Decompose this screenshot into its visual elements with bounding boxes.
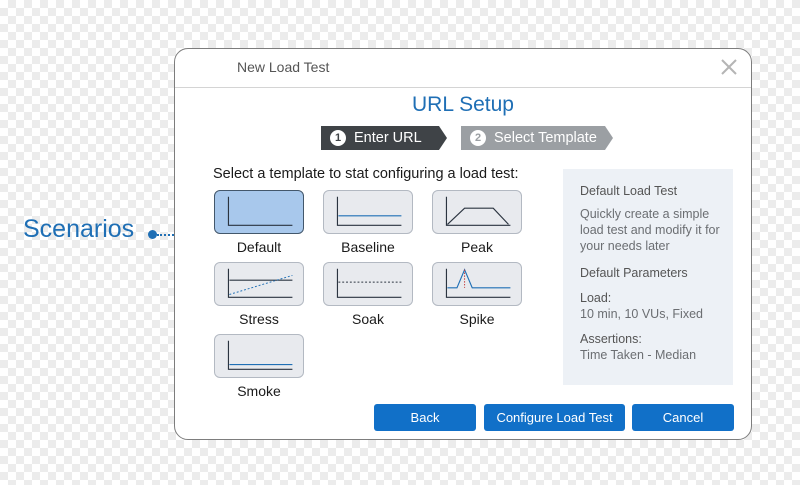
instruction-text: Select a template to stat configuring a … bbox=[213, 166, 519, 182]
template-label: Spike bbox=[459, 311, 495, 327]
template-info-panel: Default Load Test Quickly create a simpl… bbox=[563, 169, 733, 385]
template-label: Smoke bbox=[237, 383, 281, 399]
template-smoke[interactable]: Smoke bbox=[214, 334, 304, 399]
template-label: Baseline bbox=[341, 239, 395, 255]
step-label: Enter URL bbox=[354, 130, 422, 146]
dialog-titlebar: New Load Test bbox=[175, 49, 751, 88]
baseline-graph-icon bbox=[323, 190, 413, 234]
close-icon[interactable] bbox=[719, 57, 739, 77]
info-params-title: Default Parameters bbox=[580, 266, 688, 280]
info-assertions-label: Assertions: bbox=[580, 332, 642, 346]
step-number: 2 bbox=[470, 130, 486, 146]
template-label: Stress bbox=[239, 311, 279, 327]
template-label: Soak bbox=[352, 311, 384, 327]
smoke-graph-icon bbox=[214, 334, 304, 378]
dialog-title: New Load Test bbox=[237, 59, 330, 75]
template-label: Peak bbox=[461, 239, 493, 255]
peak-graph-icon bbox=[432, 190, 522, 234]
back-button[interactable]: Back bbox=[374, 404, 476, 431]
template-baseline[interactable]: Baseline bbox=[323, 190, 413, 255]
cancel-button[interactable]: Cancel bbox=[632, 404, 734, 431]
configure-load-test-button[interactable]: Configure Load Test bbox=[484, 404, 625, 431]
template-spike[interactable]: Spike bbox=[432, 262, 522, 327]
template-peak[interactable]: Peak bbox=[432, 190, 522, 255]
callout-dot bbox=[148, 230, 157, 239]
new-load-test-dialog: New Load Test URL Setup 1 Enter URL 2 Se… bbox=[174, 48, 752, 440]
template-soak[interactable]: Soak bbox=[323, 262, 413, 327]
info-title: Default Load Test bbox=[580, 184, 678, 198]
spike-graph-icon bbox=[432, 262, 522, 306]
page-heading: URL Setup bbox=[412, 93, 514, 116]
info-assertions-value: Time Taken - Median bbox=[580, 348, 697, 362]
info-load-value: 10 min, 10 VUs, Fixed bbox=[580, 307, 703, 321]
scenarios-callout-label: Scenarios bbox=[23, 215, 135, 243]
step-number: 1 bbox=[330, 130, 346, 146]
template-label: Default bbox=[236, 239, 282, 255]
template-default[interactable]: Default bbox=[214, 190, 304, 255]
step-label: Select Template bbox=[494, 130, 597, 146]
soak-graph-icon bbox=[323, 262, 413, 306]
template-stress[interactable]: Stress bbox=[214, 262, 304, 327]
default-graph-icon bbox=[214, 190, 304, 234]
step-enter-url[interactable]: 1 Enter URL bbox=[321, 126, 447, 150]
info-load-label: Load: bbox=[580, 291, 612, 305]
step-select-template[interactable]: 2 Select Template bbox=[461, 126, 613, 150]
stress-graph-icon bbox=[214, 262, 304, 306]
info-description: Quickly create a simple load test and mo… bbox=[580, 207, 720, 253]
